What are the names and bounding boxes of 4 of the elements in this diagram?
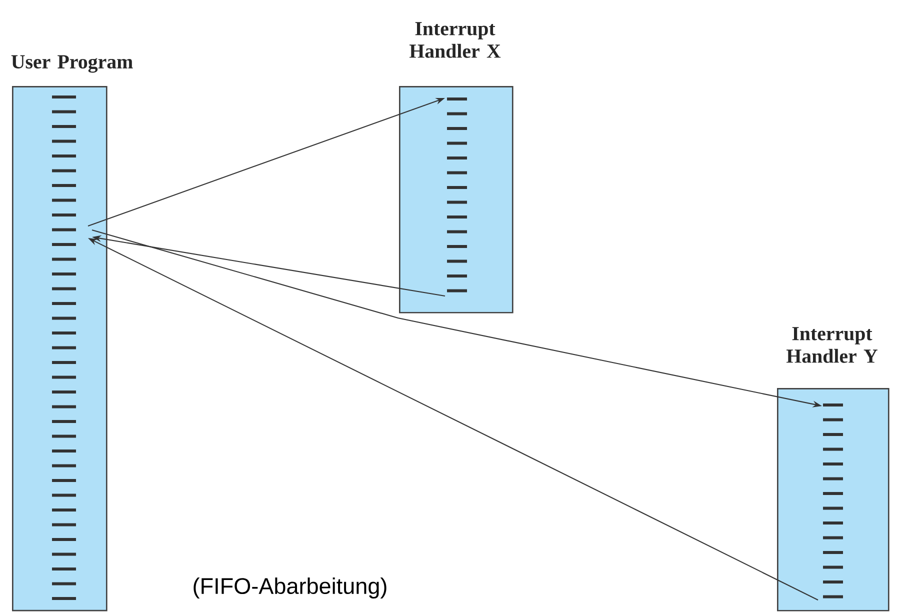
note: (FIFO-Abarbeitung) — [194, 578, 386, 598]
box-heading: User Program — [11, 55, 133, 73]
box-heading: Interrupt Handler X — [409, 22, 501, 58]
box-heading: Interrupt Handler Y — [786, 327, 878, 363]
